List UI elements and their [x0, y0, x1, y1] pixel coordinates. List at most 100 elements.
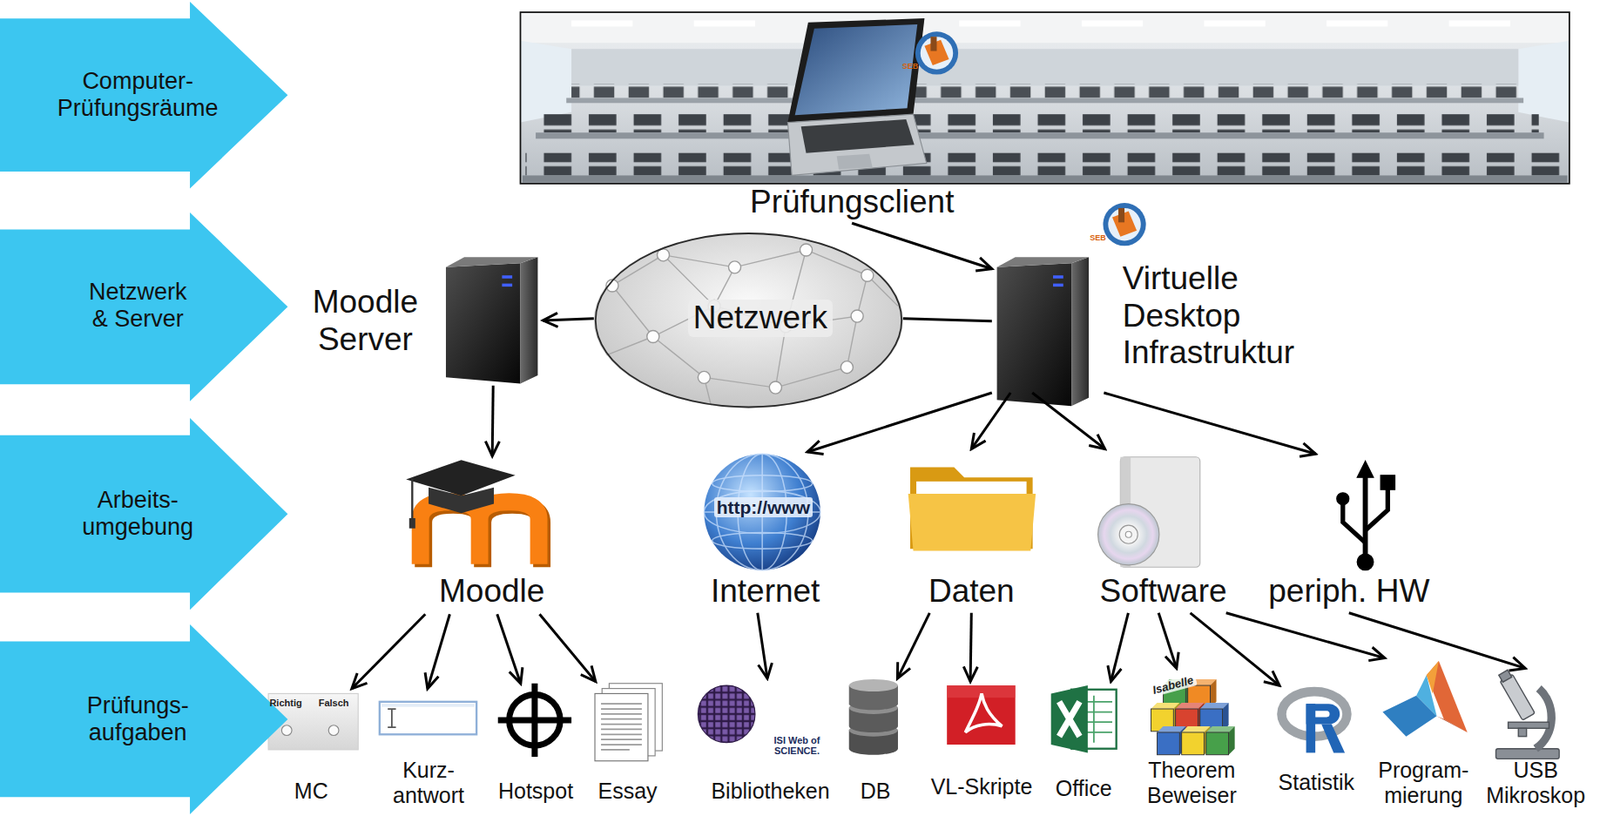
network-illustration — [601, 249, 898, 419]
exam-room-photo — [566, 97, 1524, 103]
node-label: USB Mikroskop — [1485, 757, 1586, 809]
laptop — [801, 119, 915, 154]
option-label: Falsch — [318, 697, 350, 709]
moodle-logo — [411, 478, 413, 520]
exam-room-photo — [1449, 20, 1511, 27]
moodle-logo — [420, 501, 540, 564]
stage-arrow: Computer- Prüfungsräume — [0, 1, 288, 189]
server-tower — [519, 256, 538, 384]
true-false-widget — [328, 725, 339, 736]
database-icon — [849, 679, 898, 692]
environment-node: periph. HW — [1265, 453, 1432, 613]
globe-icon — [712, 532, 813, 549]
server-tower — [445, 256, 538, 268]
seb-logo — [1118, 208, 1125, 223]
node-label: Theorem Beweiser — [1147, 757, 1237, 809]
node-label: Netzwerk — [688, 299, 833, 338]
r-logo — [1281, 691, 1347, 753]
seb-logo — [915, 31, 959, 75]
server-tower — [997, 256, 1089, 406]
task-node: Program- mierung — [1372, 658, 1475, 812]
connector-arrow — [542, 318, 595, 321]
logo-text: SEB — [1089, 234, 1107, 244]
network-illustration — [594, 232, 904, 419]
task-node: Kurz- antwort — [375, 688, 480, 812]
exam-room-photo — [571, 83, 1519, 98]
software-icon — [1125, 531, 1132, 538]
exam-room-photo — [1518, 40, 1570, 123]
seb-logo — [920, 36, 953, 69]
isi-logo — [697, 685, 756, 743]
true-false-widget — [281, 725, 292, 736]
node-label: Kurz- antwort — [392, 757, 465, 809]
seb-logo — [1102, 202, 1146, 246]
task-node: USB Mikroskop — [1483, 668, 1588, 811]
seb-logo — [1112, 210, 1137, 237]
exam-room-photo — [1203, 20, 1265, 27]
seb-logo — [1102, 202, 1146, 246]
server-tower — [997, 263, 1073, 406]
microscope-icon — [1496, 749, 1560, 760]
logo-text: ISI Web of SCIENCE. — [762, 735, 832, 757]
connector-arrow — [1349, 613, 1526, 669]
folder-icon — [908, 493, 1036, 552]
document-stack-icon — [600, 703, 642, 750]
stage-arrow: Netzwerk & Server — [0, 212, 288, 402]
moodle-logo — [409, 518, 416, 529]
node-label: Moodle — [438, 573, 545, 611]
node-label: Office — [1055, 776, 1113, 802]
exam-room-photo — [525, 153, 1565, 176]
network-ellipse: Netzwerk — [594, 232, 904, 409]
connector-arrow — [1226, 613, 1385, 659]
connector-arrow — [757, 613, 768, 679]
globe-icon — [703, 453, 821, 571]
connector-arrow — [970, 613, 972, 682]
url-text: http://www — [714, 497, 813, 518]
connector-arrow — [492, 385, 493, 457]
network-illustration — [697, 371, 710, 384]
usb-symbol — [1365, 487, 1389, 531]
connector-arrow — [807, 392, 993, 453]
exam-room-photo — [522, 175, 1568, 183]
laptop — [837, 154, 873, 170]
stage-arrow: Prüfungs- aufgaben — [0, 624, 288, 815]
client-panel: Prüfungsclient — [519, 12, 1569, 223]
exam-room-photo — [1326, 20, 1388, 27]
text-input-icon — [381, 703, 475, 708]
spreadsheet-icon — [1051, 685, 1117, 753]
crosshair-icon — [498, 683, 572, 757]
exam-room-photo — [519, 40, 572, 123]
chevron-shape — [0, 624, 288, 815]
network-illustration — [850, 310, 864, 323]
node-label: Moodle Server — [312, 283, 419, 358]
folder-icon — [908, 466, 1036, 551]
environment-node: Internet — [696, 452, 832, 614]
connector-line — [903, 318, 993, 322]
server-tower — [1071, 256, 1089, 406]
isi-logo — [697, 685, 756, 743]
exam-room-photo — [571, 48, 1519, 86]
chevron-shape — [0, 212, 288, 402]
connector-arrow — [971, 392, 1011, 450]
server-tower — [1053, 283, 1064, 288]
microscope-icon — [1498, 669, 1513, 682]
exam-room-photo — [519, 12, 1569, 184]
option-label: Richtig — [269, 697, 302, 709]
r-logo — [1306, 703, 1317, 753]
matlab-logo — [1382, 661, 1467, 737]
pdf-icon — [946, 685, 1015, 745]
laptop — [787, 114, 926, 176]
exam-room-photo — [519, 12, 1569, 184]
laptop — [787, 18, 925, 122]
text-input-icon — [387, 708, 396, 728]
matlab-logo — [1426, 661, 1468, 733]
spreadsheet-icon — [1051, 685, 1088, 753]
server-tower — [1053, 275, 1064, 279]
exam-room-photo — [1081, 20, 1143, 27]
spreadsheet-icon — [1059, 702, 1080, 737]
microscope-icon — [1497, 668, 1535, 721]
environment-node: Moodle — [396, 456, 560, 615]
microscope-icon — [1518, 728, 1526, 736]
network-illustration — [606, 243, 874, 394]
node-label: Daten — [928, 573, 1015, 611]
